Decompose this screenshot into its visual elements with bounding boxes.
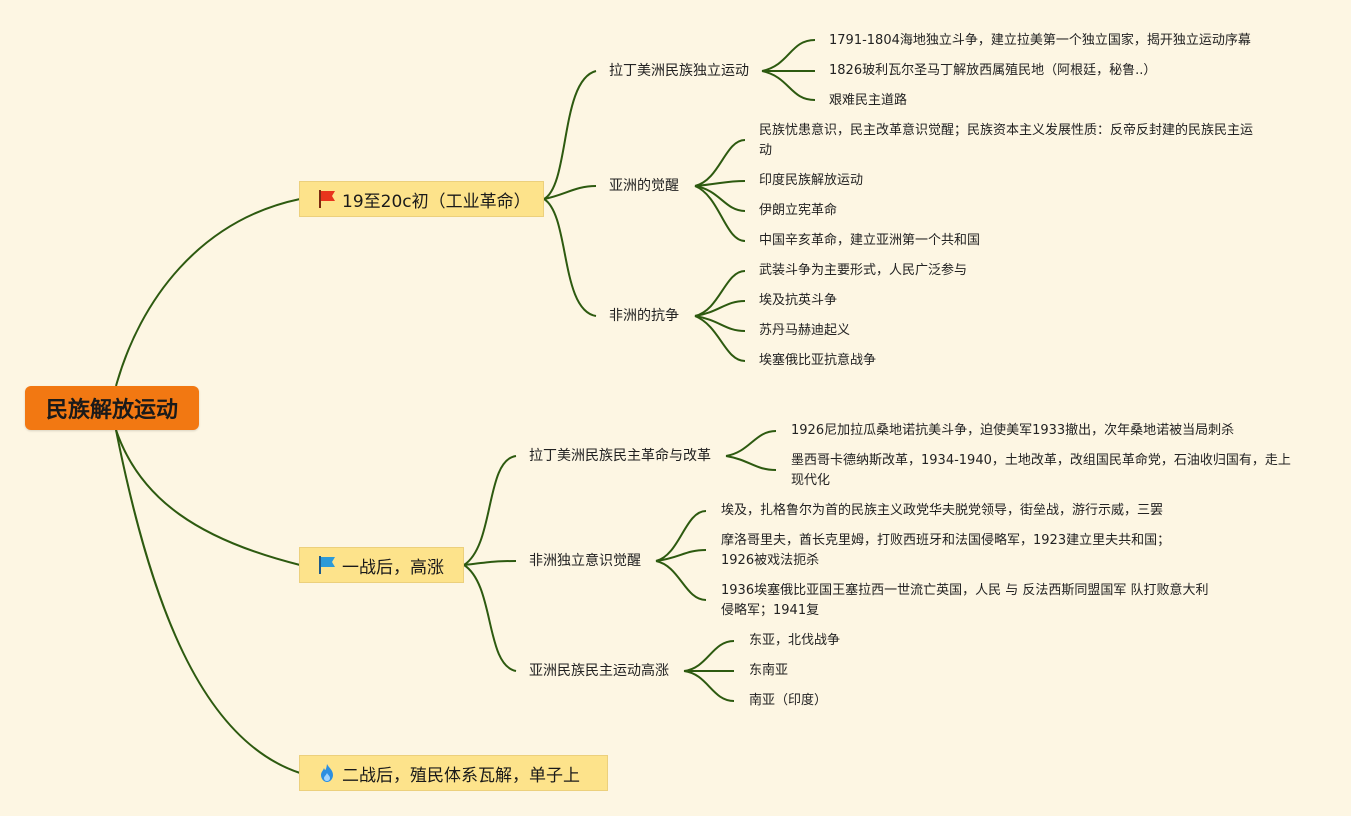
branch-label: 19至20c初（工业革命）: [342, 191, 531, 212]
link-root-branch-2: [115, 429, 301, 566]
link-root-branch-1: [115, 198, 301, 387]
branch-node-2[interactable]: 一战后，高涨: [299, 547, 464, 583]
link-b1-sub2: [543, 185, 597, 200]
branch-label: 二战后，殖民体系瓦解，单子上: [342, 765, 580, 786]
link-b2-sub1: [463, 455, 517, 566]
leaf-node[interactable]: 艰难民主道路: [829, 93, 908, 108]
branch-node-3[interactable]: 二战后，殖民体系瓦解，单子上: [299, 755, 608, 791]
leaf-node[interactable]: 印度民族解放运动: [759, 173, 864, 188]
leaf-node[interactable]: 南亚（印度）: [749, 693, 828, 708]
red-flag-icon: [316, 188, 338, 210]
leaf-node[interactable]: 民族忧患意识，民主改革意识觉醒；民族资本主义发展性质：反帝反封建的民族民主运动: [759, 123, 1254, 158]
leaf-node[interactable]: 武装斗争为主要形式，人民广泛参与: [759, 263, 968, 278]
leaf-node[interactable]: 东亚，北伐战争: [749, 633, 841, 648]
leaf-node[interactable]: 伊朗立宪革命: [759, 203, 838, 218]
link-root-branch-3: [115, 429, 301, 774]
fire-icon: [316, 762, 338, 784]
link-b1-sub3: [543, 198, 597, 317]
leaf-node[interactable]: 墨西哥卡德纳斯改革，1934-1940，土地改革，改组国民革命党，石油收归国有，…: [791, 453, 1291, 488]
leaf-node[interactable]: 1826玻利瓦尔圣马丁解放西属殖民地（阿根廷，秘鲁..）: [829, 63, 1157, 78]
leaf-node[interactable]: 埃塞俄比亚抗意战争: [759, 353, 877, 368]
sub-node[interactable]: 非洲独立意识觉醒: [529, 553, 641, 569]
leaf-node[interactable]: 1791-1804海地独立斗争，建立拉美第一个独立国家，揭开独立运动序幕: [829, 33, 1251, 48]
link-b2-sub3: [463, 564, 517, 672]
sub-node[interactable]: 拉丁美洲民族独立运动: [609, 63, 749, 79]
blue-flag-icon: [316, 554, 338, 576]
leaf-node[interactable]: 埃及，扎格鲁尔为首的民族主义政党华夫脱党领导，街垒战，游行示威，三罢: [721, 503, 1164, 518]
sub-node[interactable]: 非洲的抗争: [609, 308, 679, 324]
leaf-node[interactable]: 1926尼加拉瓜桑地诺抗美斗争，迫使美军1933撤出，次年桑地诺被当局刺杀: [791, 423, 1235, 438]
leaf-node[interactable]: 苏丹马赫迪起义: [759, 323, 851, 338]
sub-node[interactable]: 拉丁美洲民族民主革命与改革: [529, 448, 711, 464]
leaf-node[interactable]: 东南亚: [749, 663, 789, 678]
link-b2-sub2: [463, 560, 517, 566]
leaf-node[interactable]: 1936埃塞俄比亚国王塞拉西一世流亡英国，人民 与 反法西斯同盟国军 队打败意大…: [721, 583, 1209, 618]
leaf-node[interactable]: 埃及抗英斗争: [759, 293, 838, 308]
link-b1-sub1: [543, 70, 597, 200]
sub-node[interactable]: 亚洲的觉醒: [609, 178, 679, 194]
branch-node-1[interactable]: 19至20c初（工业革命）: [299, 181, 544, 217]
leaf-node[interactable]: 中国辛亥革命，建立亚洲第一个共和国: [759, 233, 981, 248]
leaf-node[interactable]: 摩洛哥里夫，酋长克里姆，打败西班牙和法国侵略军，1923建立里夫共和国；1926…: [721, 533, 1171, 568]
sub-node[interactable]: 亚洲民族民主运动高涨: [529, 663, 669, 679]
branch-label: 一战后，高涨: [342, 557, 444, 578]
root-node[interactable]: 民族解放运动: [25, 386, 199, 430]
